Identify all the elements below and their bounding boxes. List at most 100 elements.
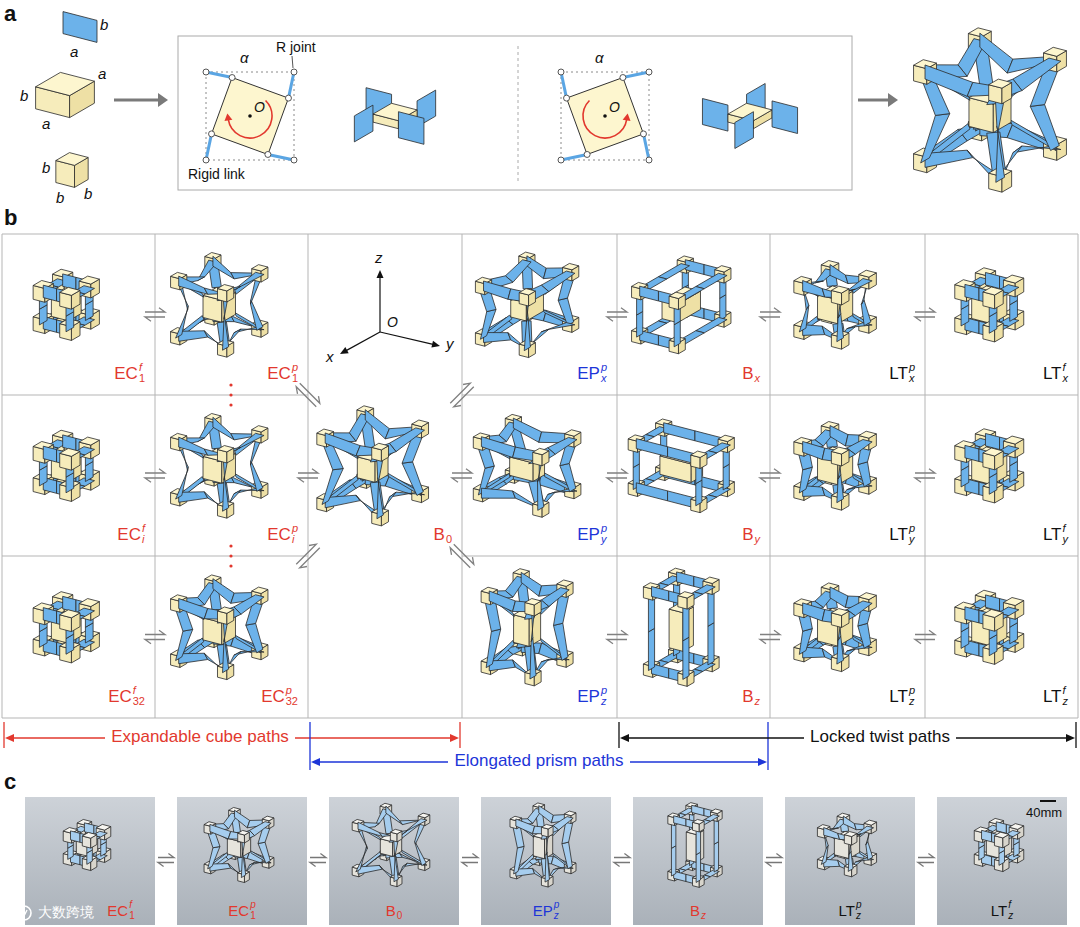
state-superscript: p [856, 900, 862, 911]
rigid-link [965, 607, 979, 623]
state-subscript: z [909, 696, 915, 708]
reversible-arrow [766, 854, 782, 867]
state-name: EC [117, 526, 141, 543]
rigid-link [365, 410, 389, 439]
state-cell: EPpx [472, 244, 607, 385]
rigid-link [486, 629, 501, 667]
block-face [541, 824, 553, 829]
state-cell: ECp32 [165, 566, 298, 708]
rigid-link [623, 72, 649, 78]
reversible-arrow [158, 854, 174, 867]
state-name: EC [261, 688, 285, 705]
state-name: EC [114, 365, 138, 382]
rigid-link [696, 852, 700, 882]
path-label: Locked twist paths [804, 728, 956, 746]
block-face [563, 263, 579, 269]
rigid-link [288, 72, 294, 98]
state-label: LTpz [889, 685, 915, 708]
reversible-arrow [298, 469, 318, 482]
arrow-head [377, 270, 384, 278]
photo-ground [785, 797, 915, 925]
lattice-state [33, 430, 99, 501]
prototype-photo [668, 803, 722, 888]
rigid-link [402, 462, 423, 496]
block-face [686, 832, 696, 862]
lattice-state [171, 253, 268, 358]
rigid-link [965, 445, 979, 461]
rigid-link [847, 278, 872, 291]
state-label: EPpz [533, 900, 560, 921]
state-subscript: z [601, 696, 607, 708]
photo-ground [481, 797, 611, 925]
lattice-state [33, 592, 99, 663]
axis-label: y [446, 336, 454, 352]
part-label: R joint [276, 40, 316, 55]
state-name: EC [108, 688, 132, 705]
state-subscript: 0 [397, 911, 403, 922]
rigid-link [208, 847, 220, 869]
block-face [519, 289, 535, 295]
prototype-photo [204, 807, 274, 882]
rigid-link [234, 810, 249, 828]
block-face [859, 593, 877, 600]
prototype-photo [974, 818, 1023, 871]
index-stack: p32 [286, 685, 298, 708]
block-face [217, 446, 233, 452]
rigid-link [541, 271, 575, 292]
rigid-link [377, 477, 383, 518]
rigid-link [921, 114, 950, 163]
rigid-link [176, 467, 188, 499]
rigid-link [223, 315, 229, 350]
state-superscript: f [1008, 900, 1013, 911]
state-label: ECf1 [107, 900, 134, 921]
state-label: ECf1 [114, 362, 145, 385]
state-superscript: f [129, 900, 135, 911]
rigid-link [213, 579, 234, 604]
state-label: LTpx [889, 362, 915, 385]
flow-arrow [858, 99, 890, 102]
r-joint [203, 69, 209, 75]
rotating-block [567, 78, 644, 155]
rigid-link [640, 286, 659, 301]
state-subscript: y [601, 534, 607, 546]
rigid-link [268, 154, 294, 160]
rigid-link [527, 256, 546, 279]
grid-line [925, 234, 926, 718]
reversible-arrow [915, 469, 935, 482]
rigid-link [643, 134, 649, 160]
rigid-link [176, 306, 188, 338]
ellipsis-dot [229, 393, 232, 396]
block-face [557, 580, 573, 586]
index-stack: f32 [133, 685, 145, 708]
grid-line [2, 556, 308, 557]
block-face [864, 820, 877, 825]
rigid-link [179, 331, 208, 341]
rigid-link [1030, 105, 1059, 151]
block-face [533, 448, 549, 454]
link-module [702, 84, 797, 149]
r-joint [203, 157, 209, 163]
reversible-arrow [145, 469, 165, 482]
lattice-state [794, 422, 876, 511]
state-subscript: x [601, 373, 607, 385]
dimension-label: a [70, 44, 78, 60]
reversible-arrow [607, 630, 627, 643]
block-face [831, 447, 849, 454]
rigid-link [481, 437, 515, 458]
center-dot [248, 114, 252, 118]
watermark-logo [17, 906, 31, 920]
state-name: B [434, 526, 445, 543]
axis-line [345, 332, 380, 351]
block-face [711, 809, 723, 814]
block-face [565, 430, 581, 436]
block-face [82, 832, 97, 838]
rotation-arrow [228, 100, 272, 138]
assembled-lattice [914, 28, 1067, 192]
arrow-head [758, 758, 767, 766]
bracket-tick [767, 722, 768, 770]
grid-line [2, 395, 308, 396]
rigid-link [560, 463, 576, 491]
arrow-head [224, 114, 232, 122]
state-subscript: 32 [286, 696, 298, 708]
rigid-link [322, 468, 343, 504]
